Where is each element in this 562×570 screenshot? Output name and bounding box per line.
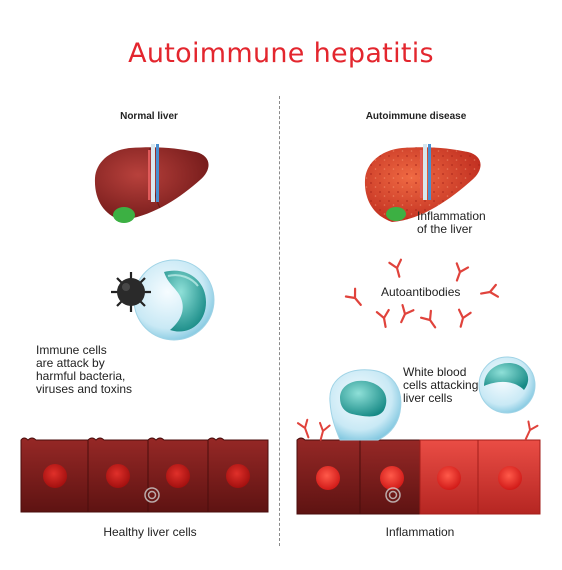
attacking-white-blood-cell-1 [329,369,402,441]
autoimmune-disease-heading: Autoimmune disease [365,111,467,122]
diagram-title: Autoimmune hepatitis [128,38,434,69]
healthy-liver-cells [20,437,269,513]
bacteria-icon [111,272,151,312]
autoantibodies-label: Autoantibodies [381,285,461,299]
attached-antibodies-icon [296,418,539,441]
autoantibodies-icon [344,258,500,329]
inflamed-liver-icon [364,144,481,222]
watermark-swirl [144,487,401,503]
inflammation-caption: Inflammation [385,525,455,539]
panel-divider [279,96,280,546]
normal-liver-heading: Normal liver [120,111,178,122]
immune-cells-label: Immune cells are attack by harmful bacte… [36,343,133,396]
white-blood-cells-label: White blood cells attacking liver cells [403,365,479,405]
attacking-white-blood-cell-2 [478,356,536,414]
inflamed-liver-cells [296,437,541,515]
immune-cell-icon [133,259,215,341]
healthy-liver-cells-caption: Healthy liver cells [103,525,197,539]
normal-liver-icon [94,144,209,223]
inflammation-of-liver-label: Inflammation of the liver [417,209,486,236]
